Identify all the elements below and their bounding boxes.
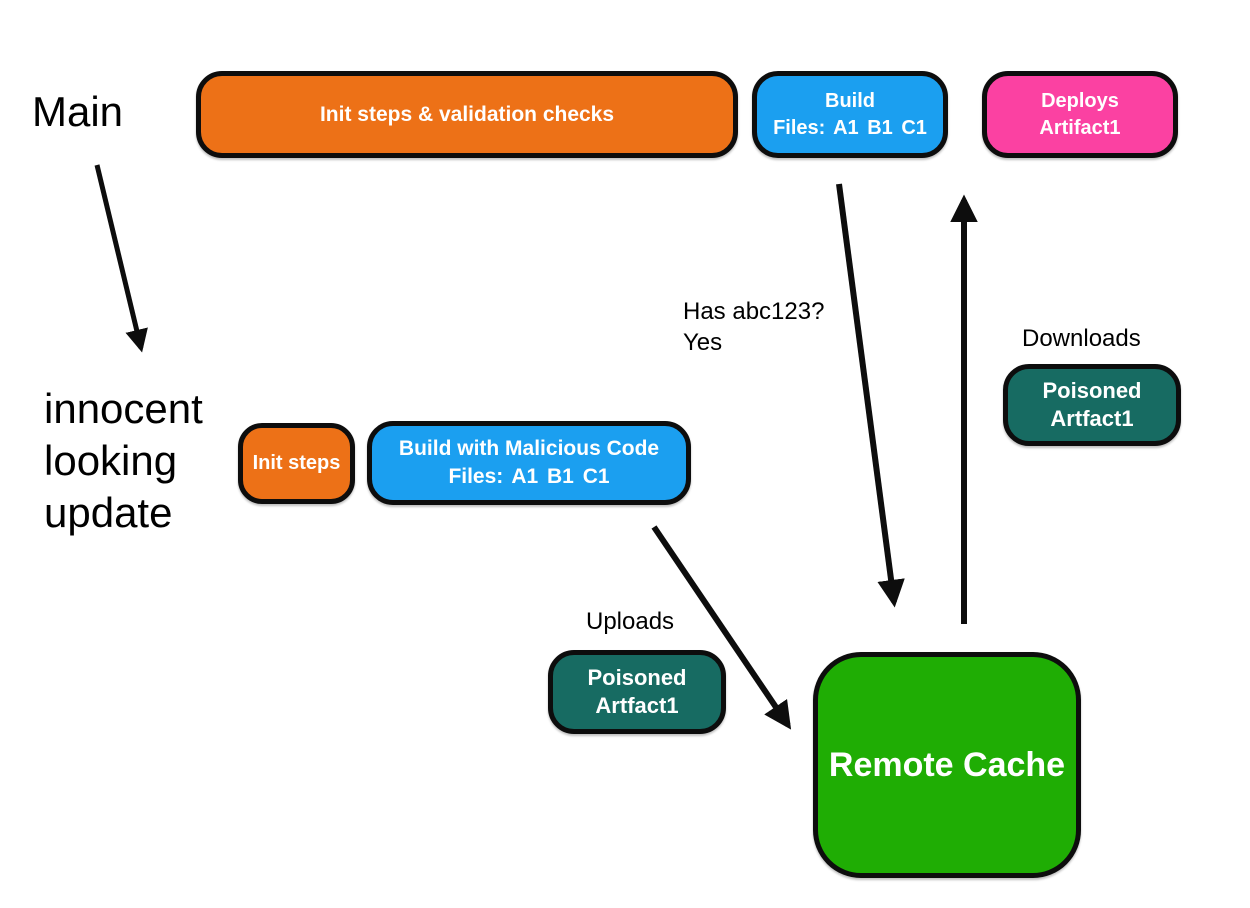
- label-main-branch: Main: [32, 88, 124, 135]
- node-label: Artfact1: [1050, 406, 1134, 431]
- label-uploads: Uploads: [586, 608, 675, 635]
- node-label: Artfact1: [595, 693, 679, 718]
- node-init-steps: Init steps: [238, 423, 355, 504]
- node-build: Build Files: A1 B1 C1: [752, 71, 948, 158]
- label-line: Yes: [683, 329, 723, 356]
- node-remote-cache: Remote Cache: [813, 652, 1081, 878]
- label-line: Has abc123?: [683, 298, 825, 325]
- label-innocent-looking-update: innocent looking update: [44, 383, 203, 539]
- node-label: Artifact1: [1039, 116, 1121, 139]
- node-label: Init steps & validation checks: [319, 102, 615, 126]
- node-label: Deploys: [1041, 89, 1119, 112]
- node-build-with-malicious-code: Build with Malicious Code Files: A1 B1 C…: [367, 421, 691, 505]
- node-label: Build with Malicious Code: [398, 437, 660, 460]
- node-label: Init steps: [252, 452, 341, 474]
- node-init-steps-validation-checks: Init steps & validation checks: [196, 71, 738, 158]
- node-label: Poisoned: [587, 665, 687, 690]
- label-line: innocent: [44, 385, 203, 432]
- label-downloads: Downloads: [1022, 325, 1141, 352]
- arrow-main-to-update: [94, 164, 148, 353]
- arrow-build-to-cache: [836, 183, 905, 608]
- node-label: Files: A1 B1 C1: [773, 116, 927, 139]
- node-label: Remote Cache: [828, 745, 1066, 784]
- label-line: update: [44, 489, 173, 536]
- label-line: looking: [44, 437, 178, 484]
- node-label: Build: [825, 89, 875, 112]
- node-poisoned-artifact-download: Poisoned Artfact1: [1003, 364, 1181, 446]
- node-label: Files: A1 B1 C1: [448, 465, 610, 488]
- node-poisoned-artifact-upload: Poisoned Artfact1: [548, 650, 726, 734]
- node-label: Poisoned: [1042, 378, 1142, 403]
- label-has-abc123: Has abc123? Yes: [683, 296, 824, 358]
- node-deploys-artifact1: Deploys Artifact1: [982, 71, 1178, 158]
